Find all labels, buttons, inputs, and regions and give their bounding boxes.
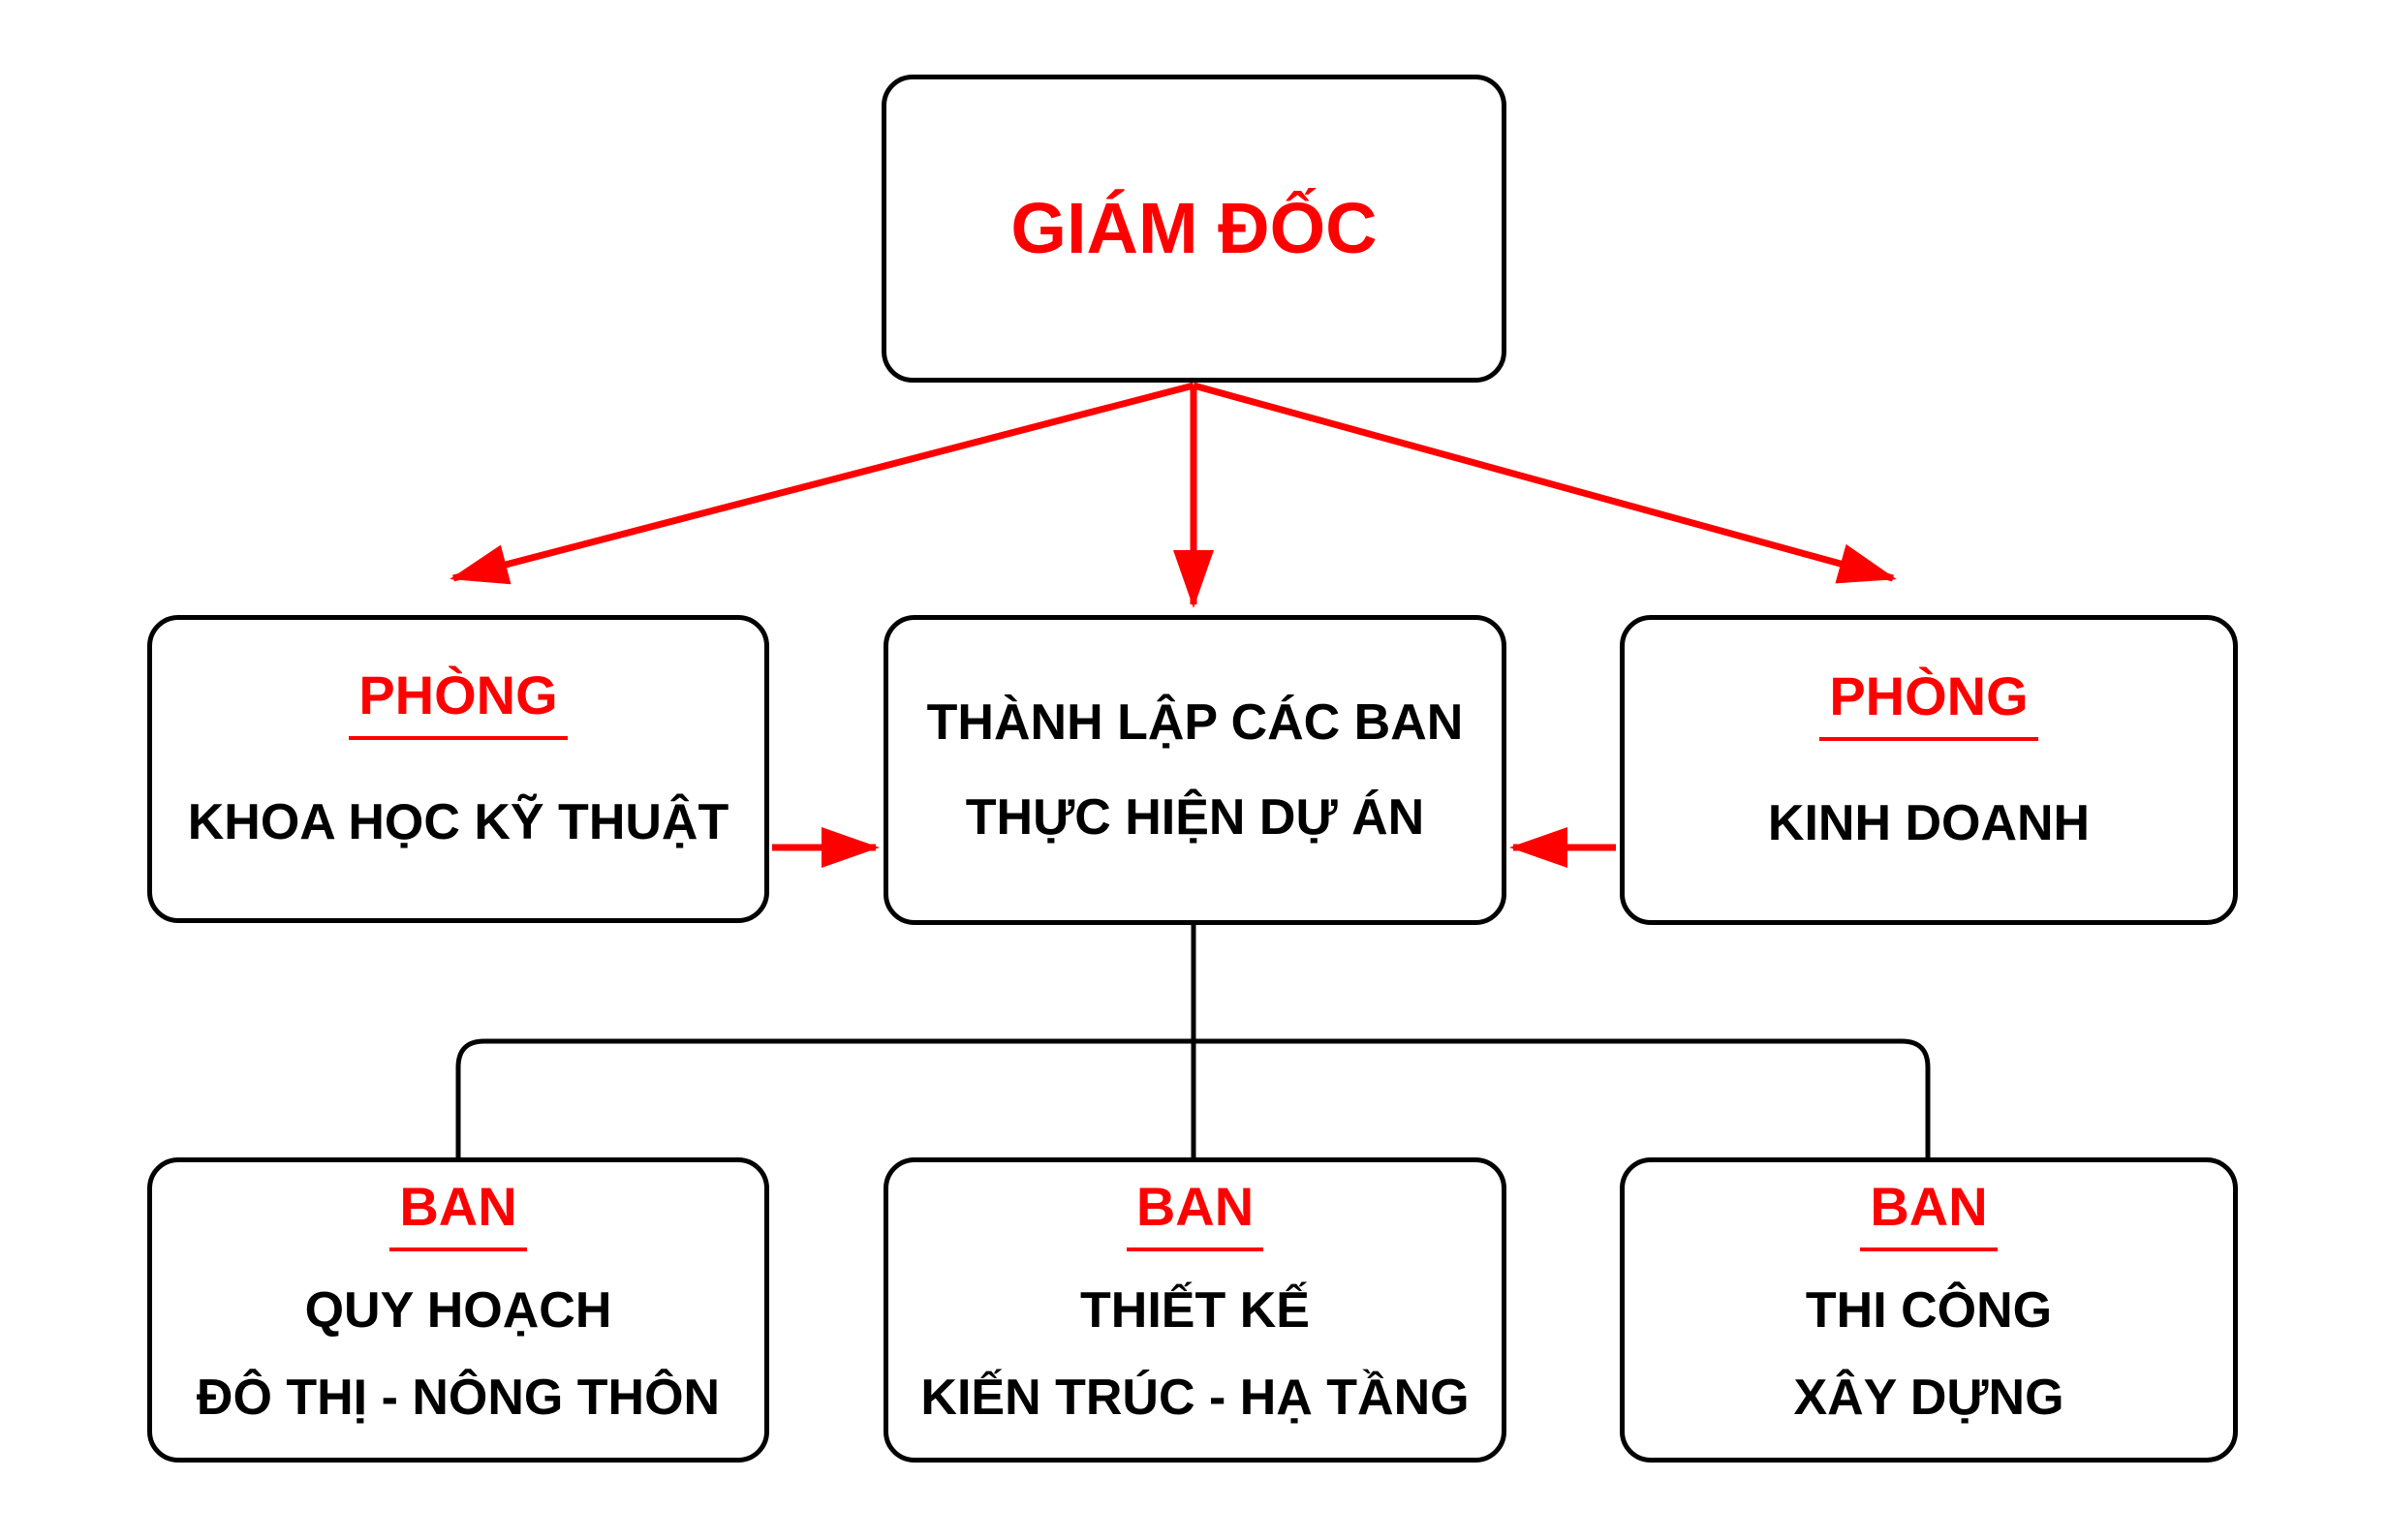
- arrow-director-to-science: [450, 382, 1194, 585]
- node-dept-science-tech: PHÒNG KHOA HỌC KỸ THUẬT: [147, 615, 769, 923]
- node-board-design: BAN THIẾT KẾ KIẾN TRÚC - HẠ TẦNG: [884, 1157, 1506, 1463]
- node-board-urban-planning: BAN QUY HOẠCH ĐÔ THỊ - NÔNG THÔN: [147, 1157, 769, 1463]
- board-planning-line2: ĐÔ THỊ - NÔNG THÔN: [196, 1369, 721, 1426]
- dept-business-label: PHÒNG: [1819, 669, 2038, 741]
- connector-bottom-bracket: [455, 1038, 1931, 1157]
- arrow-director-to-business: [1193, 382, 1897, 584]
- project-boards-line2: THỰC HIỆN DỰ ÁN: [965, 789, 1425, 846]
- node-dept-business: PHÒNG KINH DOANH: [1620, 615, 2238, 925]
- dept-science-name: KHOA HỌC KỸ THUẬT: [187, 794, 729, 850]
- node-director: GIÁM ĐỐC: [882, 75, 1506, 383]
- director-title: GIÁM ĐỐC: [1010, 188, 1378, 268]
- node-project-boards: THÀNH LẬP CÁC BAN THỰC HIỆN DỰ ÁN: [884, 615, 1506, 925]
- dept-science-label: PHÒNG: [349, 668, 568, 740]
- node-board-construction: BAN THI CÔNG XÂY DỰNG: [1620, 1157, 2238, 1463]
- board-planning-label: BAN: [389, 1179, 527, 1251]
- project-boards-line1: THÀNH LẬP CÁC BAN: [926, 694, 1464, 751]
- board-construction-label: BAN: [1860, 1179, 1998, 1251]
- dept-business-name: KINH DOANH: [1767, 795, 2091, 851]
- board-design-label: BAN: [1126, 1179, 1264, 1251]
- board-construction-line1: THI CÔNG: [1805, 1281, 2053, 1339]
- board-design-line1: THIẾT KẾ: [1080, 1281, 1310, 1339]
- board-planning-line1: QUY HOẠCH: [304, 1281, 612, 1339]
- board-design-line2: KIẾN TRÚC - HẠ TẦNG: [920, 1369, 1470, 1426]
- board-construction-line2: XÂY DỰNG: [1793, 1369, 2064, 1426]
